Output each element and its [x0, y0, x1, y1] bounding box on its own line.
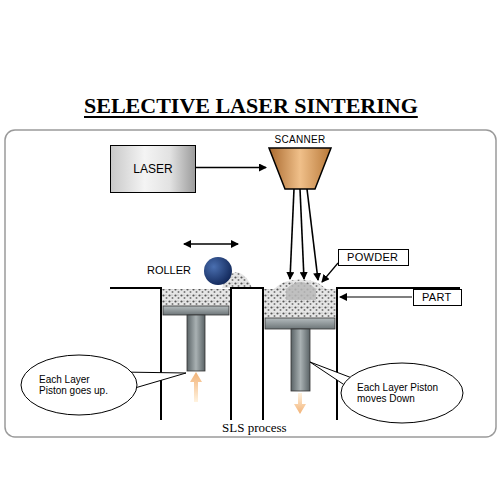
callout-outline — [341, 363, 463, 423]
laser-beams — [290, 189, 318, 280]
feed-piston-rod — [187, 315, 205, 371]
label-box: POWDER — [338, 249, 409, 266]
title: SELECTIVE LASER SINTERING — [84, 93, 418, 119]
node-text: SCANNER — [266, 134, 334, 145]
node-text: Each Layer Piston goes up. — [39, 374, 119, 397]
callout-outline — [21, 355, 137, 415]
build-piston-plate — [265, 318, 335, 329]
feed-powder — [161, 289, 231, 306]
up-arrow — [190, 372, 202, 402]
node-text: POWDER — [347, 251, 400, 264]
part-leader — [340, 296, 412, 297]
label-box: PART — [413, 289, 462, 306]
part-label: ROLLER — [147, 264, 191, 276]
callout-bubble: Each Layer Piston moves Down — [340, 362, 464, 424]
roller — [204, 257, 232, 285]
node-text: Each Layer Piston moves Down — [357, 382, 447, 405]
powder-leader — [322, 263, 338, 282]
laser-box: LASER — [110, 145, 196, 193]
part — [286, 282, 316, 300]
down-arrow — [294, 393, 306, 414]
scanner-trapezoid — [269, 148, 331, 189]
roller-direction-arrow — [184, 243, 238, 245]
scanner: SCANNER — [266, 134, 334, 190]
callout-bubble: Each Layer Piston goes up. — [20, 354, 138, 416]
caption: SLS process — [222, 420, 287, 436]
node-text: PART — [422, 291, 453, 304]
connector-arrow — [196, 167, 266, 169]
chamber-walls — [110, 288, 460, 420]
frame — [5, 130, 496, 437]
node-text: LASER — [133, 162, 172, 176]
feed-piston-plate — [163, 306, 229, 315]
build-powder — [263, 280, 337, 319]
build-piston-rod — [291, 329, 310, 391]
